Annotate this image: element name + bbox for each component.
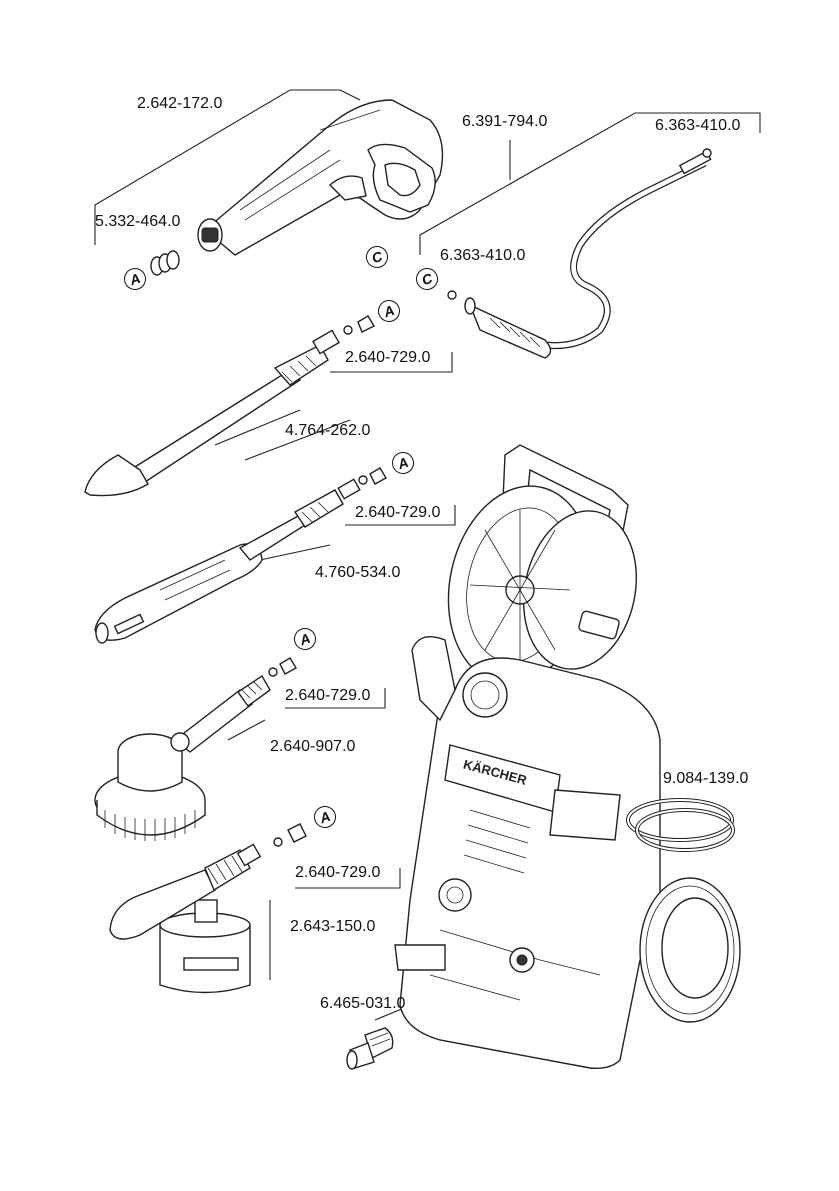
pressure-washer-drawing: KÄRCHER — [394, 444, 741, 1070]
label-lance-oring-2: 2.640-729.0 — [355, 504, 441, 521]
label-trigger-gun: 2.642-172.0 — [137, 95, 223, 112]
label-hose-oring-end: 6.363-410.0 — [655, 117, 741, 134]
label-wash-brush: 2.640-907.0 — [270, 738, 356, 755]
label-dirt-blaster: 4.764-262.0 — [285, 422, 371, 439]
label-lance-oring-3: 2.640-729.0 — [285, 687, 371, 704]
label-lance-oring-4: 2.640-729.0 — [295, 864, 381, 881]
vario-lance-drawing — [94, 467, 387, 644]
label-water-adapter: 6.465-031.0 — [320, 995, 406, 1012]
trigger-gun-drawing — [197, 99, 444, 256]
label-power-cord: 9.084-139.0 — [663, 770, 749, 787]
hose-drawing — [447, 148, 712, 359]
dirt-blaster-drawing — [84, 315, 375, 497]
label-lance-oring-1: 2.640-729.0 — [345, 349, 431, 366]
label-vario-lance: 4.760-534.0 — [315, 564, 401, 581]
foam-nozzle-drawing — [109, 823, 307, 994]
water-adapter-drawing — [346, 1027, 394, 1070]
label-foam-nozzle: 2.643-150.0 — [290, 918, 376, 935]
label-hose-oring-start: 6.363-410.0 — [440, 247, 526, 264]
label-hose: 6.391-794.0 — [462, 113, 548, 130]
gun-oring-drawing — [150, 250, 180, 276]
label-gun-oring: 5.332-464.0 — [95, 213, 181, 230]
wash-brush-drawing — [94, 657, 297, 841]
